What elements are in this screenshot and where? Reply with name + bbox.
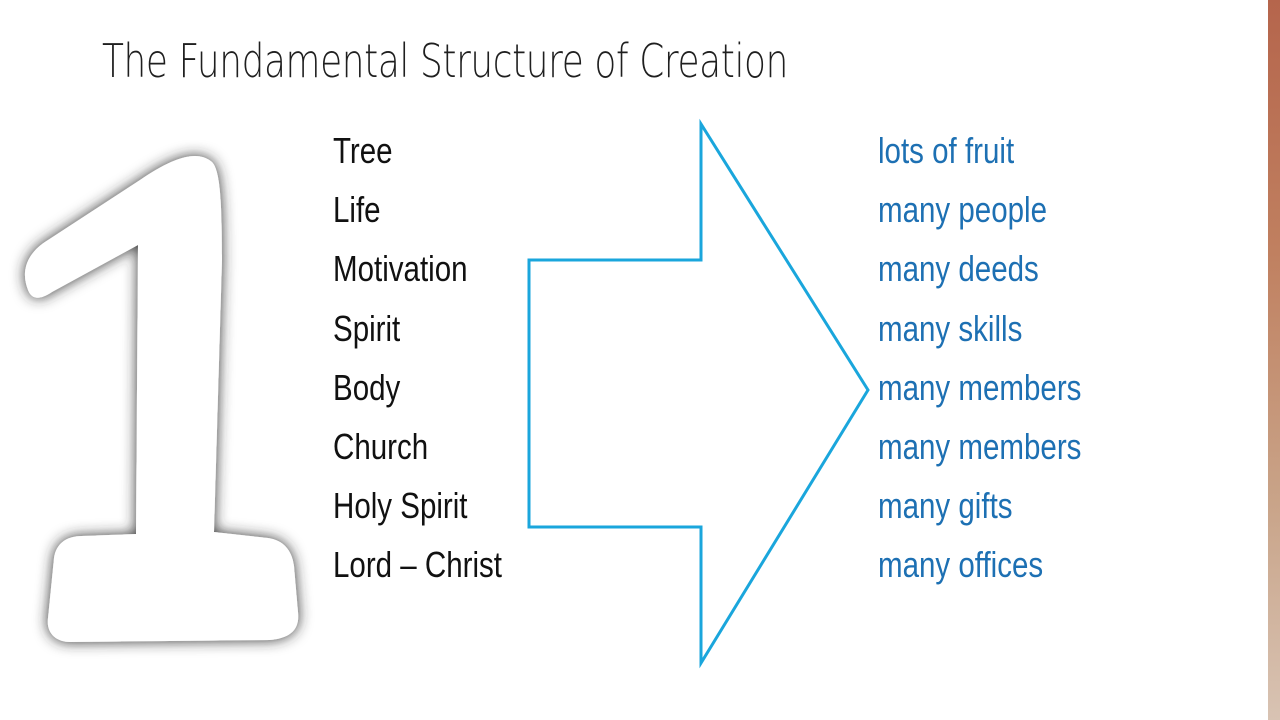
list-item: Motivation	[333, 248, 468, 290]
list-item: Spirit	[333, 307, 401, 349]
results-list: lots of fruit many people many deeds man…	[878, 121, 1126, 595]
list-item: many skills	[878, 307, 1023, 349]
list-item: Tree	[333, 130, 393, 171]
list-item: many members	[878, 425, 1082, 467]
right-arrow-outline	[527, 118, 870, 669]
list-item: Lord – Christ	[333, 544, 502, 586]
list-item: lots of fruit	[878, 130, 1015, 171]
list-item: many people	[878, 189, 1048, 231]
list-item: many members	[878, 366, 1082, 408]
list-item: Church	[333, 425, 429, 467]
slide-title: The Fundamental Structure of Creation	[102, 34, 788, 88]
list-item: Holy Spirit	[333, 485, 468, 527]
list-item: Body	[333, 366, 401, 408]
list-item: many gifts	[878, 485, 1013, 527]
accent-edge-strip	[1268, 0, 1280, 720]
numeral-one-graphic	[24, 156, 299, 642]
list-item: many offices	[878, 544, 1044, 586]
list-item: many deeds	[878, 248, 1039, 290]
concepts-list: Tree Life Motivation Spirit Body Church …	[333, 121, 539, 595]
list-item: Life	[333, 189, 381, 231]
